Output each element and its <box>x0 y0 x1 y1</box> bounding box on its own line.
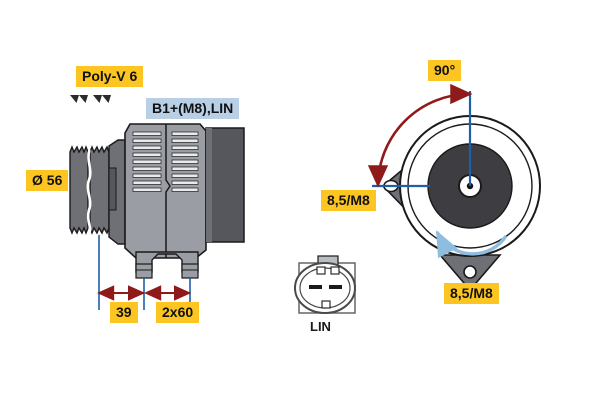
label-angle-90: 90° <box>428 60 462 81</box>
label-b1-m8-lin: B1+(M8),LIN <box>146 98 240 119</box>
label-bolt-left: 8,5/M8 <box>321 190 376 211</box>
label-dimension-2x60: 2x60 <box>156 302 200 323</box>
label-bolt-bottom: 8,5/M8 <box>444 283 499 304</box>
rear-cover <box>205 127 245 243</box>
lin-connector <box>294 255 356 314</box>
lin-pin-1 <box>309 285 322 289</box>
stator-vent-slots-left <box>132 131 162 192</box>
poly-v-pulley <box>69 145 110 235</box>
alternator-main-body <box>124 123 207 259</box>
lin-pin-2 <box>329 285 342 289</box>
label-poly-v: Poly-V 6 <box>76 66 144 87</box>
label-pulley-diameter: Ø 56 <box>26 170 69 191</box>
label-dimension-39: 39 <box>110 302 138 323</box>
rotation-direction-arrow <box>435 230 508 259</box>
alternator-end-view <box>367 83 541 292</box>
poly-v-rib-icon <box>70 95 111 103</box>
stator-vent-slots-right <box>171 131 199 192</box>
drive-end-housing <box>108 139 126 245</box>
angle-arrow-90 <box>367 83 473 188</box>
alternator-side-view <box>69 95 245 310</box>
label-lin-connector: LIN <box>310 319 331 334</box>
